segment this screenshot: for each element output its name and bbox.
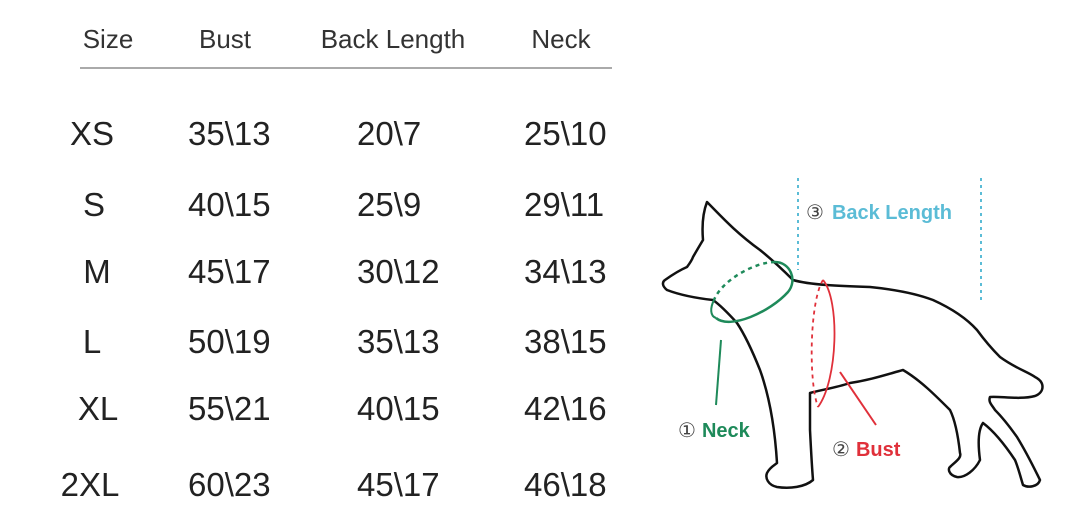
- neck-cell: 25\10: [524, 115, 607, 152]
- bust-cell: 40\15: [188, 186, 271, 223]
- header-bust: Bust: [198, 24, 252, 54]
- neck-cell: 29\11: [524, 186, 605, 223]
- back-length-cell: 45\17: [357, 466, 440, 503]
- back-length-cell: 25\9: [357, 186, 422, 223]
- size-cell: XL: [77, 390, 119, 427]
- back-length-cell: 40\15: [357, 390, 440, 427]
- neck-cell: 46\18: [524, 466, 607, 503]
- bust-cell: 50\19: [188, 323, 271, 360]
- back-length-measure: [797, 178, 982, 300]
- neck-measure: [710, 260, 794, 406]
- header-neck: Neck: [531, 24, 591, 54]
- neck-cell: 38\15: [524, 323, 607, 360]
- header-divider: [80, 67, 612, 69]
- back-length-cell: 20\7: [357, 115, 422, 152]
- dog-outline: [661, 200, 1044, 489]
- size-cell: XS: [69, 115, 115, 152]
- bust-cell: 45\17: [188, 253, 271, 290]
- neck-cell: 34\13: [524, 253, 607, 290]
- bust-cell: 35\13: [188, 115, 271, 152]
- size-cell: L: [82, 323, 102, 360]
- size-cell: S: [82, 186, 106, 223]
- header-back-length: Back Length: [320, 24, 466, 54]
- back-length-cell: 30\12: [357, 253, 440, 290]
- neck-cell: 42\16: [524, 390, 607, 427]
- bust-cell: 60\23: [188, 466, 271, 503]
- size-cell: 2XL: [60, 466, 120, 503]
- size-cell: M: [83, 253, 111, 290]
- bust-measure: [810, 279, 877, 426]
- header-size: Size: [82, 24, 134, 54]
- back-length-cell: 35\13: [357, 323, 440, 360]
- bust-cell: 55\21: [188, 390, 271, 427]
